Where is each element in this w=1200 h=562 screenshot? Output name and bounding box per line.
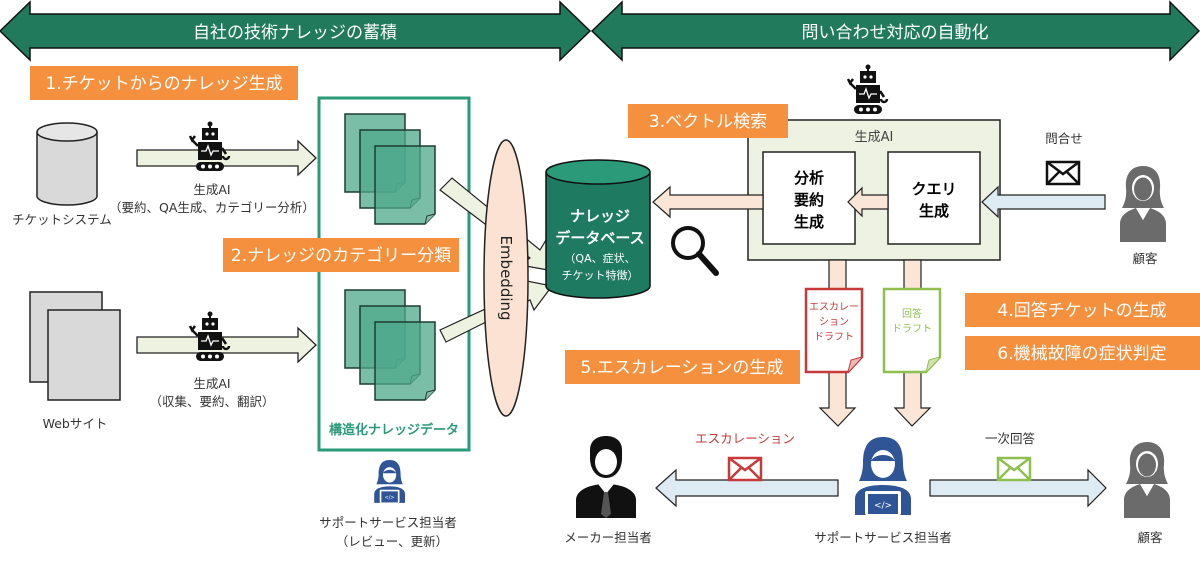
gen-ai-2-desc: （収集、要約、翻訳） xyxy=(149,394,274,409)
envelope-icon xyxy=(1045,160,1081,186)
escalation-label: エスカレーション xyxy=(695,431,795,446)
knowledge-documents-icon xyxy=(344,113,436,225)
customer-icon xyxy=(1124,442,1170,518)
step-3-label: 3.ベクトル検索 xyxy=(649,112,767,132)
answer-draft-text: ドラフト xyxy=(892,323,932,335)
step-6-label-box xyxy=(965,336,1200,370)
website-label: Webサイト xyxy=(43,416,108,431)
banner-left-title: 自社の技術ナレッジの蓄積 xyxy=(193,23,397,43)
ticket-system-label: チケットシステム xyxy=(12,212,112,227)
arrow-right xyxy=(136,326,317,364)
embedding-ellipse xyxy=(483,139,529,417)
envelope-icon xyxy=(727,456,763,482)
arrow-left xyxy=(981,185,1106,219)
escalation-draft xyxy=(804,287,864,374)
knowledge-database-icon xyxy=(545,159,651,299)
step-4-label-box xyxy=(965,293,1200,327)
banner-right-title: 問い合わせ対応の自動化 xyxy=(802,23,989,43)
customer-icon xyxy=(1120,166,1166,242)
reviewer-desc: （レビュー、更新） xyxy=(336,534,448,549)
answer-draft-text: 回答 xyxy=(902,307,922,320)
step-4-label: 4.回答チケットの生成 xyxy=(997,301,1166,321)
embedding-label: Embedding xyxy=(497,235,515,320)
gen-ai-2-label: 生成AI xyxy=(193,376,230,391)
step-1-label-box xyxy=(30,66,298,100)
arrow-left xyxy=(655,468,839,508)
support-staff-icon xyxy=(855,437,911,515)
arrow-left xyxy=(847,186,889,218)
query-line: クエリ xyxy=(911,180,956,198)
database-title-1: ナレッジ xyxy=(570,207,630,225)
structured-knowledge-title: 構造化ナレッジデータ xyxy=(329,422,459,438)
knowledge-documents-icon xyxy=(344,289,436,401)
step-1-label: 1.チケットからのナレッジ生成 xyxy=(45,74,282,94)
maker-staff-icon xyxy=(576,436,636,518)
maker-staff-label: メーカー担当者 xyxy=(564,530,652,545)
ticket-system-database-icon xyxy=(36,122,98,206)
banner-left: 自社の技術ナレッジの蓄積 xyxy=(0,0,592,62)
gen-ai-1-label: 生成AI xyxy=(193,182,230,197)
analysis-box xyxy=(762,151,856,245)
step-5-label-box xyxy=(565,350,800,384)
arrow-left xyxy=(652,185,764,219)
magnifier-icon xyxy=(671,226,719,276)
step-6-label: 6.機械故障の症状判定 xyxy=(997,344,1166,364)
answer-draft xyxy=(882,287,942,374)
banner-right: 問い合わせ対応の自動化 xyxy=(590,0,1200,62)
analysis-line: 要約 xyxy=(794,191,824,209)
query-box xyxy=(887,151,981,245)
structured-knowledge-box xyxy=(317,96,471,452)
escalation-draft-text: ション xyxy=(819,317,849,328)
escalation-draft-text: エスカレー xyxy=(809,301,859,313)
arrow-right xyxy=(929,468,1107,508)
step-2-label: 2.ナレッジのカテゴリー分類 xyxy=(231,245,451,266)
customer-label: 顧客 xyxy=(1132,251,1158,266)
inquiry-label: 問合せ xyxy=(1045,131,1083,146)
reviewer-label: サポートサービス担当者 xyxy=(319,515,457,530)
support-staff-icon xyxy=(374,460,405,503)
robot-icon xyxy=(846,63,889,116)
customer-label: 顧客 xyxy=(1137,530,1163,545)
support-staff-label: サポートサービス担当者 xyxy=(814,530,952,545)
step-3-label-box xyxy=(628,104,788,138)
database-desc-1: （QA、症状、 xyxy=(564,251,635,265)
gen-ai-1-desc: （要約、QA生成、カテゴリー分析） xyxy=(109,200,315,215)
database-title-2: データベース xyxy=(555,229,644,247)
analysis-line: 生成 xyxy=(794,213,824,231)
website-pages-icon xyxy=(29,291,121,401)
database-desc-2: チケット特徴） xyxy=(562,268,639,282)
escalation-draft-text: ドラフト xyxy=(814,331,854,343)
query-line: 生成 xyxy=(919,202,949,220)
first-answer-label: 一次回答 xyxy=(985,431,1036,446)
analysis-line: 分析 xyxy=(794,169,824,187)
envelope-icon xyxy=(996,456,1032,482)
step-5-label: 5.エスカレーションの生成 xyxy=(581,358,784,378)
gen-ai-box-title: 生成AI xyxy=(855,130,894,145)
step-2-label-box xyxy=(223,238,459,272)
